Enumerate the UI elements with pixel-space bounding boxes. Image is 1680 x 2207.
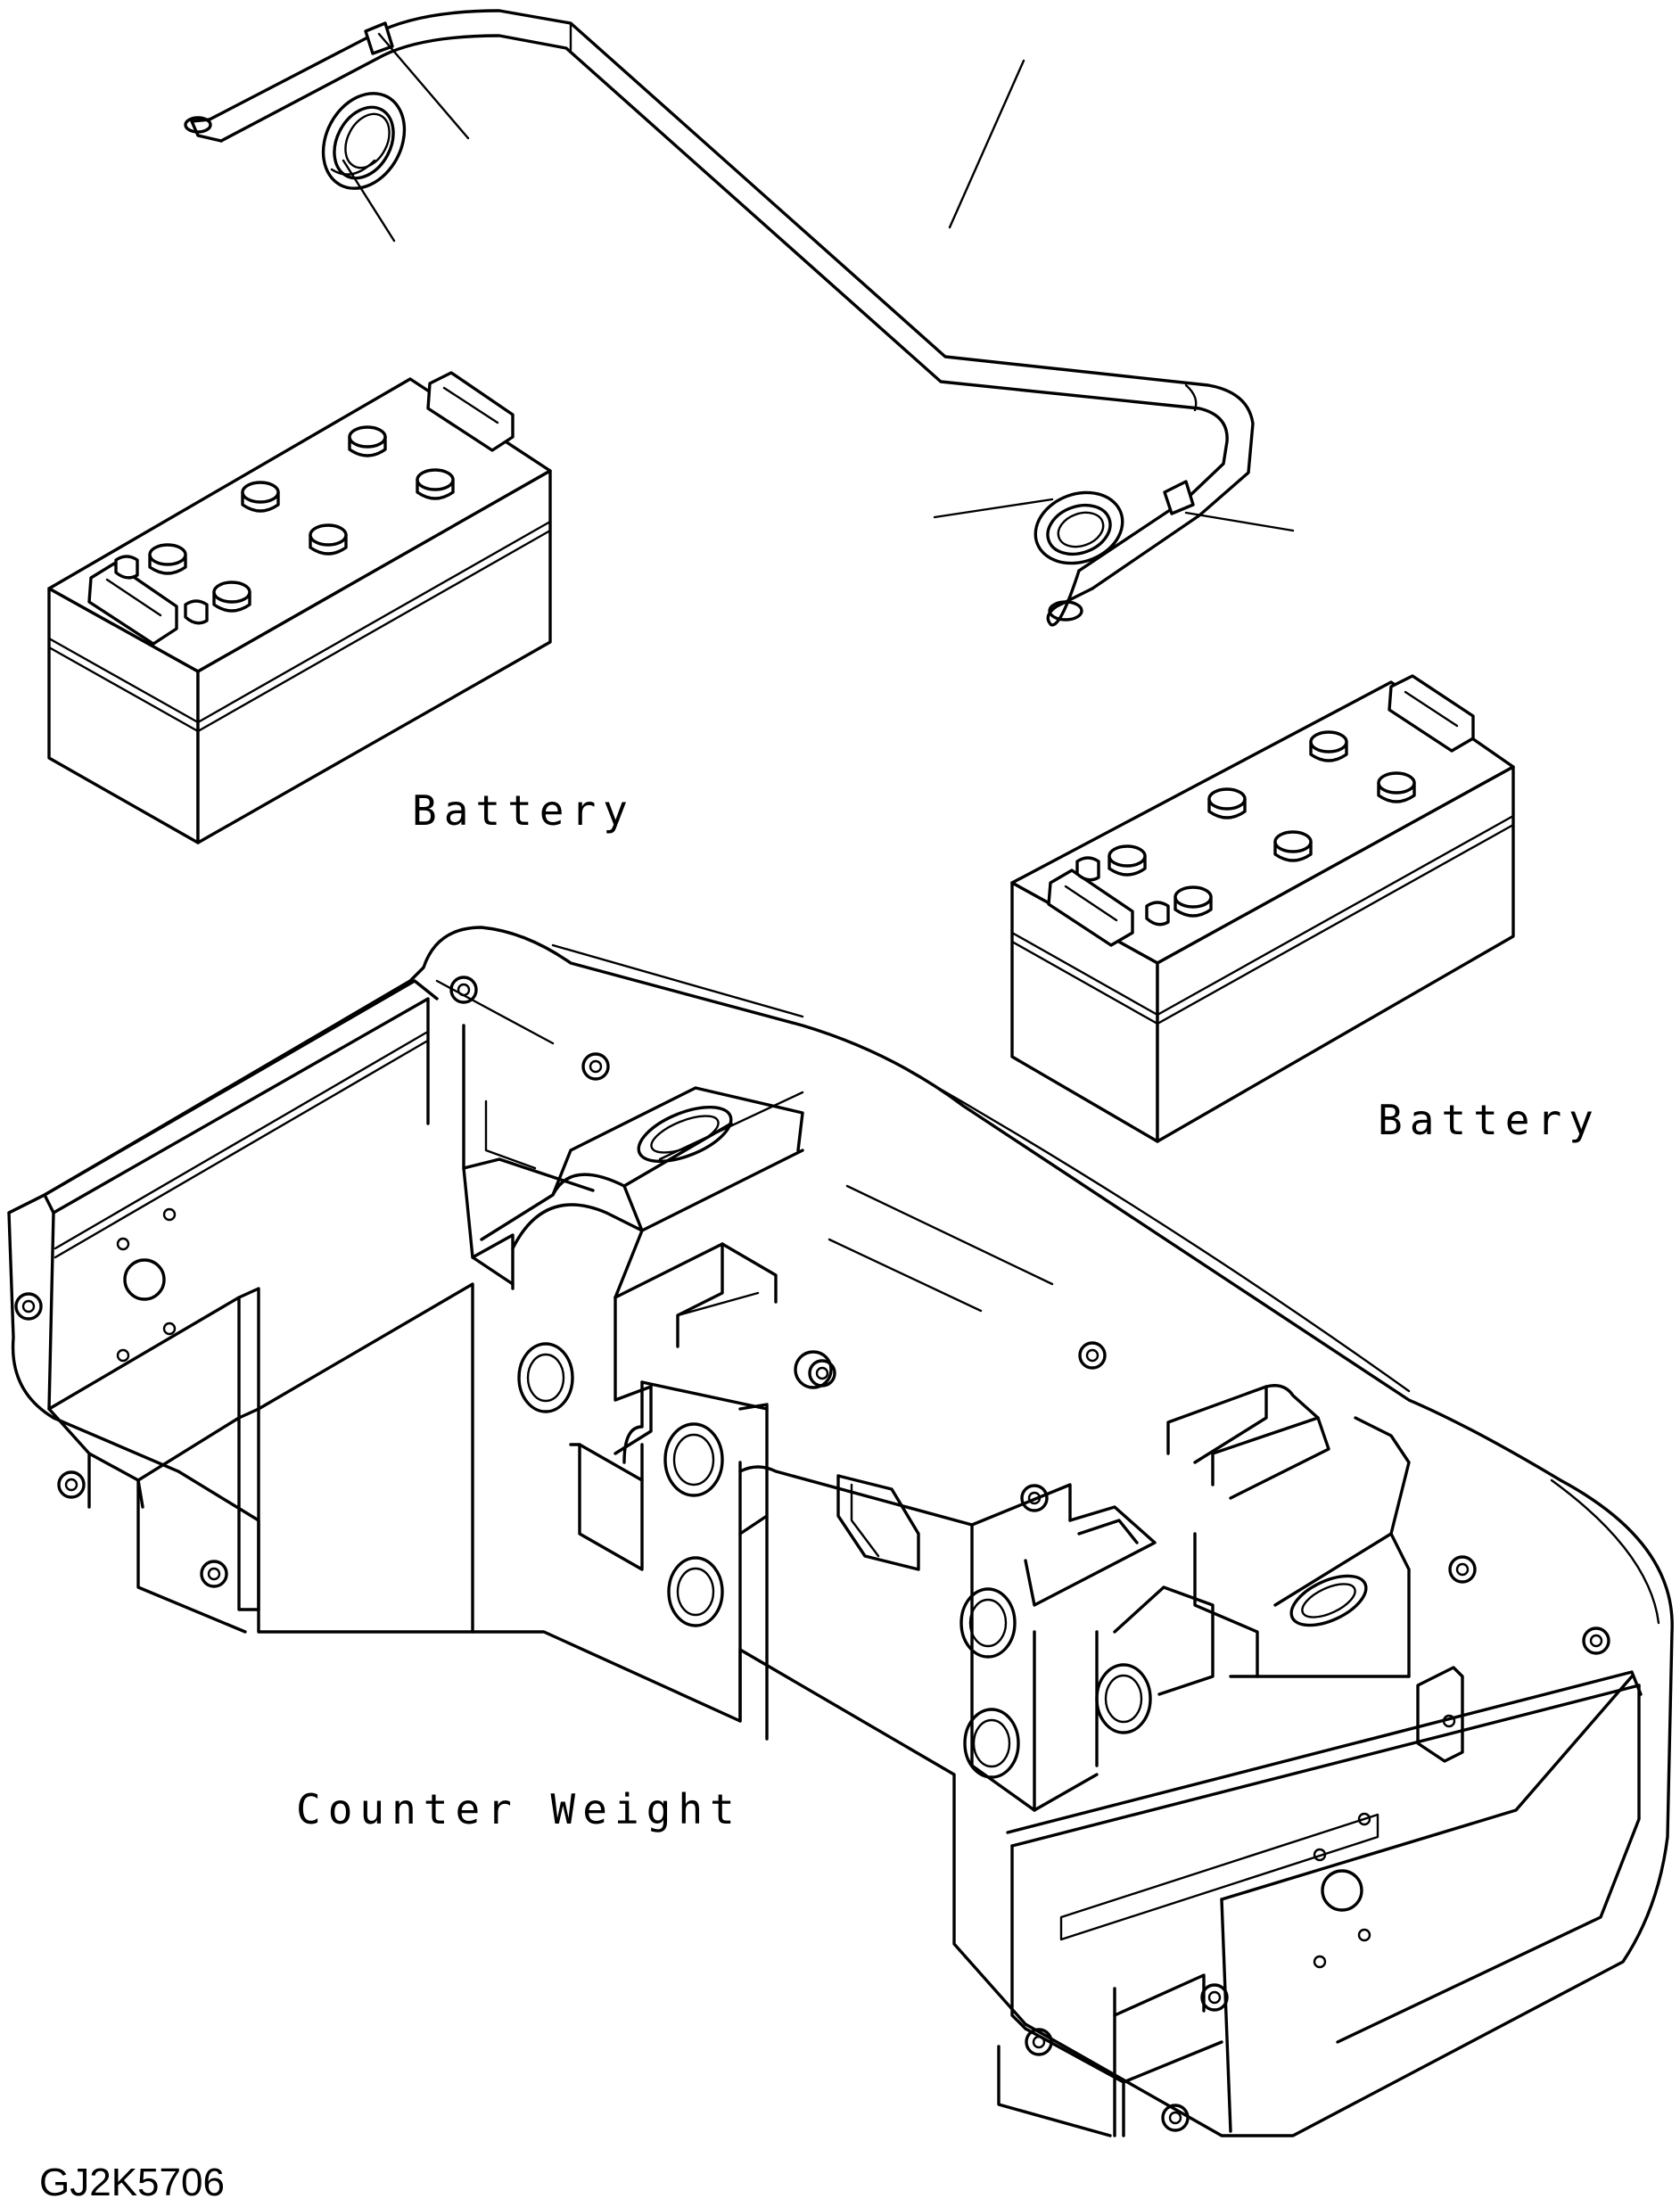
- battery-right-caps: [1108, 730, 1416, 918]
- drawing-code: GJ2K5706: [39, 2161, 225, 2204]
- leader-lines: [342, 32, 1295, 532]
- grommet-right: [1034, 490, 1124, 565]
- battery-cable: [184, 9, 1255, 627]
- battery-left-label: Battery: [412, 786, 635, 835]
- battery-right-label: Battery: [1378, 1096, 1601, 1144]
- battery-right-terminal-post: [1075, 856, 1170, 926]
- counter-weight: [7, 926, 1674, 2137]
- battery-left: [47, 371, 552, 844]
- battery-left-caps: [148, 425, 455, 613]
- battery-left-terminal-post: [114, 555, 209, 625]
- grommet-left: [321, 92, 407, 190]
- battery-right: [1010, 674, 1515, 1143]
- hex-plug: [794, 1350, 833, 1389]
- counter-weight-label: Counter Weight: [296, 1785, 742, 1833]
